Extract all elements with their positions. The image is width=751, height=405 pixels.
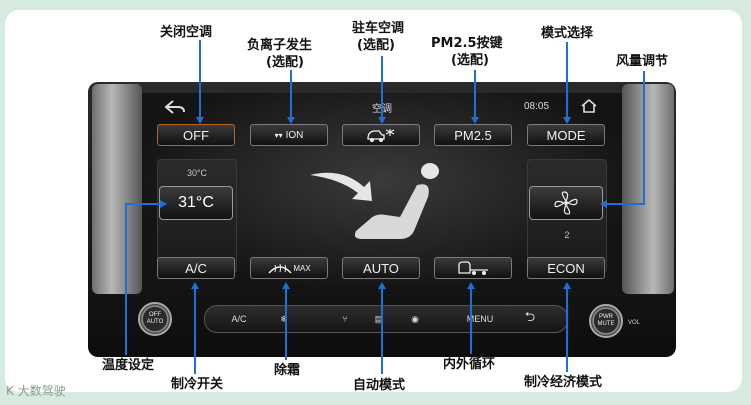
leader-pm25-arrow	[471, 117, 479, 124]
mode-label: MODE	[546, 127, 586, 143]
leader-ionizer-arrow	[287, 117, 295, 124]
fan-button[interactable]	[529, 186, 603, 220]
leader-cool-arrow	[191, 282, 199, 289]
record-icon[interactable]: ◉	[411, 313, 419, 324]
callout-defrost: 除霜	[274, 363, 301, 378]
home-icon[interactable]	[580, 98, 598, 114]
clock: 08:05	[524, 101, 550, 112]
parking-car-icon	[367, 129, 395, 142]
leader-defrost-arrow	[282, 282, 290, 289]
fan-panel: 2	[527, 159, 607, 273]
leader-parking-ac	[381, 56, 383, 118]
econ-button[interactable]: ECON	[527, 257, 605, 279]
ion-label: ION	[285, 129, 304, 141]
leader-temp-v	[125, 203, 127, 355]
hardkey-ac[interactable]: A/C	[231, 314, 247, 324]
leader-econ-arrow	[563, 282, 571, 289]
leader-close-ac-arrow	[196, 117, 204, 124]
recirc-button[interactable]	[434, 257, 512, 279]
leader-fan-v	[643, 71, 645, 204]
callout-auto-mode: 自动模式	[353, 378, 406, 393]
ac-label: A/C	[185, 260, 207, 276]
pm25-label: PM2.5	[454, 127, 492, 143]
auto-label: AUTO	[363, 260, 399, 276]
watermark: K 大数驾驶	[6, 384, 66, 398]
mode-button[interactable]: MODE	[527, 124, 605, 146]
off-label: OFF	[183, 127, 209, 143]
max-label: MAX	[293, 263, 311, 273]
callout-mode-select: 模式选择	[541, 26, 594, 41]
seat-airflow-illustration	[310, 163, 439, 239]
callout-fan-adjust: 风量调节	[616, 54, 669, 69]
callout-parking-ac: 驻车空调	[352, 21, 405, 36]
leader-mode-arrow	[563, 117, 571, 124]
callout-cool-switch: 制冷开关	[171, 377, 224, 392]
hardkey-menu[interactable]: MENU	[466, 314, 494, 324]
leader-fan-arrow	[600, 200, 607, 208]
callout-parking-ac-opt: (选配)	[357, 38, 395, 53]
leader-temp-arrow	[160, 200, 167, 208]
callout-recirc: 内外循环	[443, 357, 496, 372]
leader-defrost	[285, 288, 287, 360]
temp-value: 31°C	[178, 194, 214, 211]
return-icon[interactable]: ⮌	[524, 309, 536, 324]
leader-ionizer	[290, 70, 292, 118]
hardkey-defrost-icon[interactable]: ❄	[280, 313, 288, 324]
keypad-icon[interactable]: ▤	[374, 313, 384, 324]
off-button[interactable]: OFF	[157, 124, 235, 146]
right-bezel	[622, 84, 674, 294]
back-arrow-icon[interactable]	[164, 99, 186, 115]
auto-button[interactable]: AUTO	[342, 257, 420, 279]
pm25-button[interactable]: PM2.5	[434, 124, 512, 146]
callout-ionizer-opt: (选配)	[266, 55, 304, 70]
fan-icon	[554, 191, 578, 215]
parking-ac-button[interactable]	[342, 124, 420, 146]
leader-temp-h	[126, 203, 162, 205]
left-bezel	[92, 84, 142, 294]
leader-cool	[194, 288, 196, 374]
defrost-icon	[268, 263, 292, 274]
callout-close-ac: 关闭空调	[160, 25, 213, 40]
temp-button[interactable]: 31°C	[159, 186, 233, 220]
max-defrost-button[interactable]: MAX	[250, 257, 328, 279]
recirculation-icon	[458, 261, 488, 275]
leader-close-ac	[199, 40, 201, 118]
hardkey-strip: A/C ❄ ⑂ ▤ ◉ MENU ⮌	[204, 305, 568, 333]
leader-parking-ac-arrow	[378, 117, 386, 124]
leader-auto-arrow	[378, 282, 386, 289]
callout-pm25: PM2.5按键	[431, 36, 503, 51]
vol-label: VOL	[628, 320, 641, 326]
leader-fan-h	[606, 203, 645, 205]
callout-pm25-opt: (选配)	[451, 53, 489, 68]
econ-label: ECON	[547, 260, 585, 276]
callout-econ-mode: 制冷经济模式	[524, 375, 603, 390]
leader-recirc-arrow	[467, 282, 475, 289]
callout-ionizer: 负离子发生	[247, 38, 313, 53]
ac-button[interactable]: A/C	[157, 257, 235, 279]
leader-auto	[381, 288, 383, 374]
leader-pm25	[474, 70, 476, 118]
leader-mode	[566, 42, 568, 118]
temp-upper-value: 30°C	[186, 168, 208, 178]
leader-recirc	[470, 288, 472, 354]
callout-temp-set: 温度设定	[102, 358, 155, 373]
ac-screen: 空调 08:05 OFF ▾▾ION PM2.5 MODE 30°C 31°C …	[142, 93, 622, 287]
fan-level: 2	[564, 230, 570, 240]
temp-panel: 30°C 31°C	[157, 159, 237, 273]
leader-econ	[566, 288, 568, 372]
ion-button[interactable]: ▾▾ION	[250, 124, 328, 146]
ion-icon: ▾▾	[274, 130, 283, 140]
usb-icon[interactable]: ⑂	[342, 314, 348, 324]
